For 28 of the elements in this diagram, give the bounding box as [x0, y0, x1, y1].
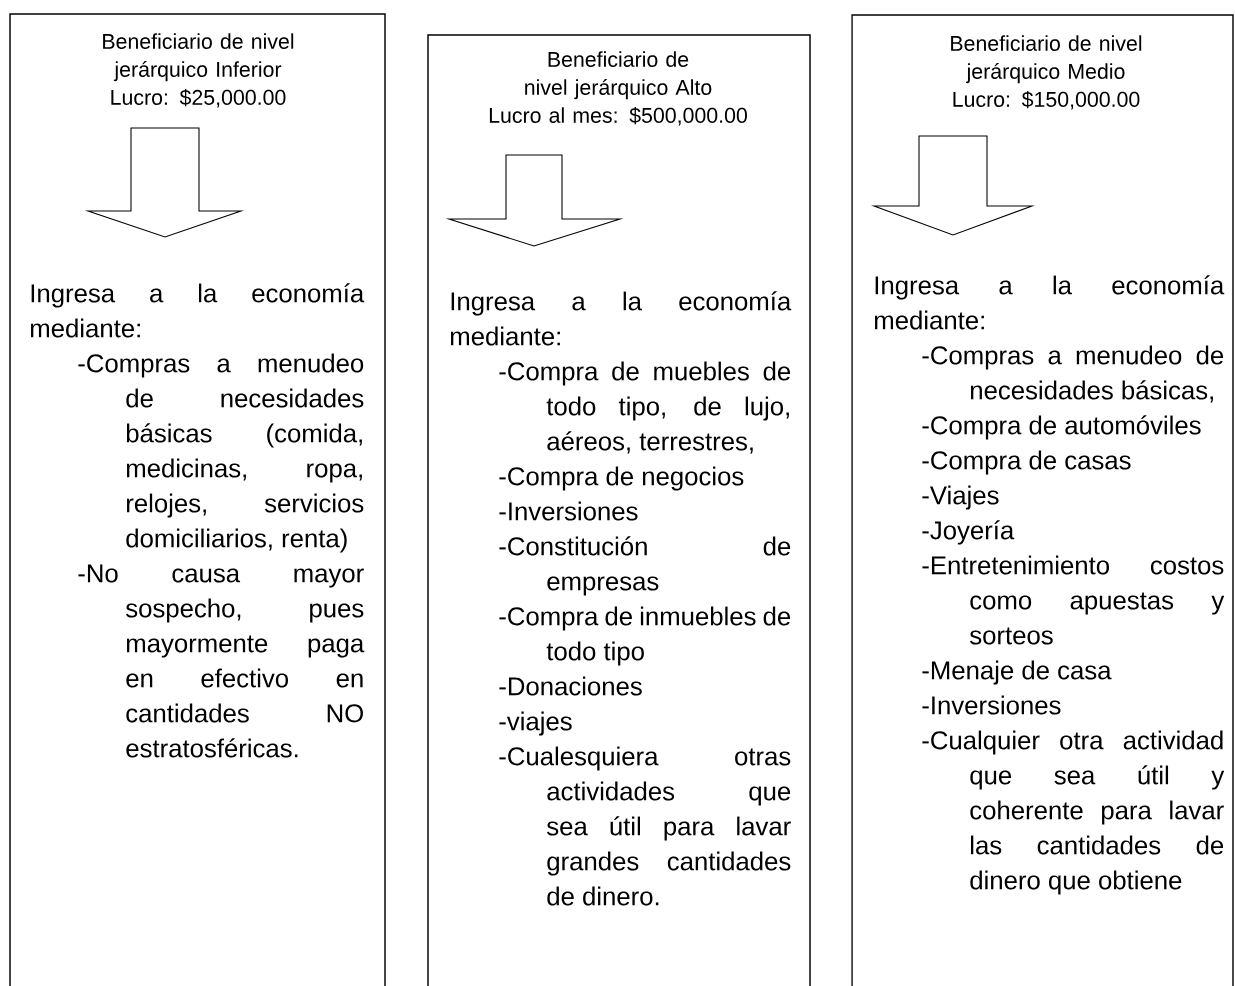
list-item: -Compra de casas — [922, 450, 1131, 475]
intro-text: Ingresa a la economía mediante: — [875, 275, 1225, 330]
intro-text: Ingresa a la economía mediante: — [31, 283, 365, 338]
list-item: -Menaje de casa — [922, 660, 1112, 685]
list-item: -Donaciones — [499, 676, 642, 696]
list-item: -Compra de automóviles — [922, 415, 1201, 440]
list-item: -No causa mayor sospecho, pues mayormente paga en efectivo en cantidades NO estratosféricas. — [78, 564, 365, 758]
list-item: -Compra de inmuebles de todo tipo — [499, 606, 791, 666]
heading-text: Lucro: $150,000.00 — [953, 90, 1140, 110]
list-item: -Cualquier otra actividad que sea útil y coherente para lavar las cantidades de dinero que obtiene — [922, 730, 1225, 895]
list-item: -Compras a menudeo de necesidades básicas (comida, medicinas, ropa, relojes, servicios domiciliarios, renta) — [78, 353, 364, 553]
list-item: -Viajes — [922, 485, 999, 510]
list-item: -Compras a menudeo de necesidades básicas, — [922, 345, 1224, 403]
list-item: -Entretenimiento costos como apuestas y sorteos — [922, 555, 1225, 645]
heading-text: Lucro al mes: $500,000.00 — [489, 106, 747, 126]
list-item: -Cualesquiera otras actividades que sea útil para lavar grandes cantidades de dinero. — [499, 746, 791, 906]
list-item: -Joyería — [922, 520, 1015, 545]
heading-text: Lucro: $25,000.00 — [111, 88, 286, 108]
list-item: -viajes — [499, 711, 572, 736]
list-item: -Inversiones — [922, 695, 1061, 715]
heading-text: Beneficiario de nivel jerárquico Inferior — [103, 33, 294, 82]
heading-text: Beneficiario de nivel jerárquico Alto — [525, 51, 712, 100]
heading-text: Beneficiario de nivel jerárquico Medio — [951, 35, 1142, 84]
list-item: -Inversiones — [499, 501, 638, 521]
list-item: -Compra de muebles de todo tipo, de lujo, aéreos, terrestres, — [499, 361, 791, 454]
intro-text: Ingresa a la economía mediante: — [451, 291, 792, 346]
list-item: -Compra de negocios — [499, 466, 744, 491]
list-item: -Constitución de empresas — [499, 536, 791, 596]
